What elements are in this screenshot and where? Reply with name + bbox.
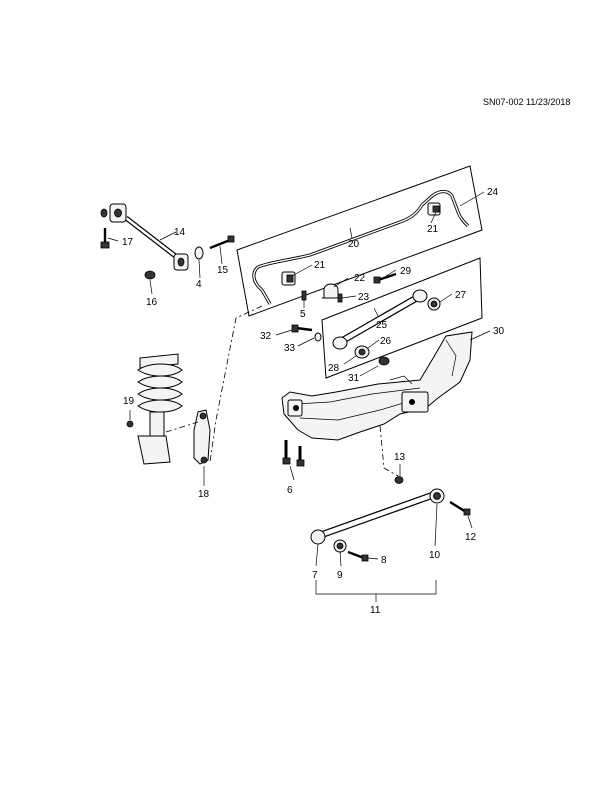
stabilizer-clamp [322,283,340,299]
callout-12: 12 [465,532,477,543]
bolt-19 [126,420,134,428]
callout-15: 15 [217,265,229,276]
callout-28: 28 [328,363,340,374]
callout-26: 26 [380,336,392,347]
bushing-9 [333,539,347,553]
callout-19: 19 [123,396,135,407]
bushing-10 [429,488,445,504]
upper-link-end-front [332,336,348,350]
bolt-32 [291,324,313,333]
leader-lines [107,191,491,602]
callout-7: 7 [312,570,318,581]
bolt-15 [209,235,235,250]
stabilizer-link-lower-end [173,253,189,271]
nut-16 [144,270,156,280]
rear-crossmember [281,331,473,441]
callout-6: 6 [287,485,293,496]
callout-22: 22 [354,273,366,284]
callout-5: 5 [300,309,306,320]
callout-20: 20 [348,239,360,250]
callout-21-right: 21 [427,224,439,235]
callout-17: 17 [122,237,134,248]
callout-4: 4 [196,279,202,290]
bushing-26 [354,345,370,359]
callout-18: 18 [198,489,210,500]
callout-30: 30 [493,326,505,337]
callout-8: 8 [381,555,387,566]
link-group-box [321,257,483,379]
callout-13: 13 [394,452,406,463]
assembly-line-strut-to-crossmember [165,421,199,433]
lower-link-end-front [310,529,326,545]
callout-14: 14 [174,227,186,238]
callout-9: 9 [337,570,343,581]
callout-32: 32 [260,331,272,342]
callout-25: 25 [376,320,388,331]
bolt-6-left [282,440,291,465]
callout-27: 27 [455,290,467,301]
bolt-17 [100,228,110,249]
upper-link-end-rear [412,289,428,303]
rear-knuckle-link [193,409,211,465]
callout-29: 29 [400,266,412,277]
callout-16: 16 [146,297,158,308]
stabilizer-bushing-right [427,202,441,216]
callout-10: 10 [429,550,441,561]
coil-spring-strut [137,353,183,465]
bolt-29 [373,272,397,284]
bolt-8 [347,550,369,562]
callout-33: 33 [284,343,296,354]
nut-31 [378,356,390,366]
stabilizer-link-upper-end [100,203,127,223]
washer-4 [194,246,204,260]
assembly-line-crossmember-to-link [379,425,399,477]
bolt-6-right [296,446,305,467]
callout-24: 24 [487,187,499,198]
assembly-line-stabilizer-to-knuckle [209,305,263,463]
washer-33 [314,332,322,342]
stabilizer-group-box [236,165,483,317]
bolt-5 [301,290,307,301]
callout-21-left: 21 [314,260,326,271]
callout-31: 31 [348,373,360,384]
bolt-12 [449,500,471,516]
callout-23: 23 [358,292,370,303]
bushing-27 [427,297,441,311]
stabilizer-bushing-left [281,271,296,286]
bolt-23 [337,293,343,303]
nut-13 [394,476,404,484]
diagram-id-stamp: SN07-002 11/23/2018 [483,97,571,107]
callout-11: 11 [370,605,381,616]
